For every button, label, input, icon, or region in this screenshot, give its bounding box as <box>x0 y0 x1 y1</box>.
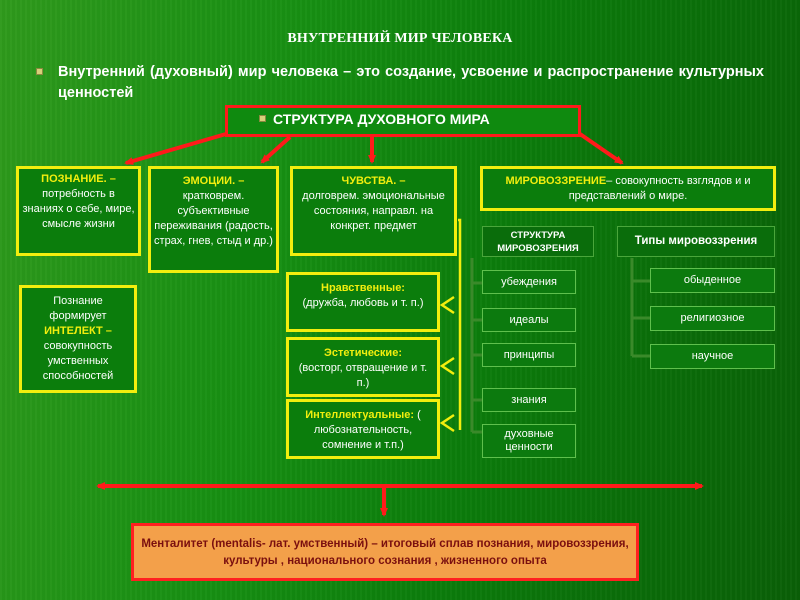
worldview-structure-header: СТРУКТУРА МИРОВОЗРЕНИЯ <box>482 226 594 257</box>
structure-box <box>225 105 581 137</box>
feelings-body: долговрем. эмоциональные состояния, напр… <box>302 190 445 232</box>
type-item: религиозное <box>650 306 775 331</box>
cognition-box: ПОЗНАНИЕ. – потребность в знаниях о себе… <box>16 166 141 256</box>
arrow-to-cognition <box>124 132 227 165</box>
intellect-body: совокупность умственных способностей <box>42 340 114 382</box>
feelings-bracket <box>458 218 462 430</box>
page-title: ВНУТРЕННИЙ МИР ЧЕЛОВЕКА <box>287 31 513 46</box>
intellectual-feelings-box: Интеллектуальные: ( любознательность, со… <box>286 399 440 459</box>
arrow-to-emotions <box>260 135 292 164</box>
feelings-tick-3 <box>439 413 455 433</box>
feeling-type-body: ( любознательность, сомнение и т.п.) <box>313 409 421 451</box>
aesthetic-feelings-box: Эстетические: (восторг, отвращение и т. … <box>286 337 440 397</box>
structure-title: СТРУКТУРА ДУХОВНОГО МИРА <box>273 111 490 127</box>
structure-item: принципы <box>482 343 576 367</box>
mentality-box: Менталитет (mentalis- лат. умственный) –… <box>131 523 639 581</box>
feeling-type-head: Интеллектуальные: <box>305 409 415 421</box>
worldview-body: – совокупность взглядов и и представлени… <box>568 175 751 202</box>
moral-feelings-box: Нравственные: (дружба, любовь и т. п.) <box>286 272 440 332</box>
cognition-head: ПОЗНАНИЕ. – <box>41 173 116 185</box>
emotions-head: ЭМОЦИИ. – <box>182 175 245 187</box>
worldview-head: МИРОВОЗЗРЕНИЕ <box>505 175 607 187</box>
intro-definition: Внутренний (духовный) мир человека – это… <box>58 64 764 101</box>
structure-item: духовные ценности <box>482 424 576 458</box>
worldview-box: МИРОВОЗЗРЕНИЕ– совокупность взглядов и и… <box>480 166 776 211</box>
structure-item: убеждения <box>482 270 576 294</box>
type-item: научное <box>650 344 775 369</box>
bullet-icon <box>259 115 266 122</box>
intellect-pre: Познание формирует <box>49 295 107 322</box>
bullet-icon <box>36 68 43 75</box>
feeling-type-body: (дружба, любовь и т. п.) <box>302 297 424 309</box>
feeling-type-body: (восторг, отвращение и т. п.) <box>298 362 428 389</box>
intellect-box: Познание формирует ИНТЕЛЕКТ – совокупнос… <box>19 285 137 393</box>
feeling-type-head: Нравственные: <box>321 282 405 294</box>
feeling-type-head: Эстетические: <box>324 347 402 359</box>
feelings-tick-2 <box>439 356 455 376</box>
emotions-box: ЭМОЦИИ. – кратковрем. субъективные переж… <box>148 166 279 273</box>
type-item: обыденное <box>650 268 775 293</box>
cognition-body: потребность в знаниях о себе, мире, смыс… <box>22 188 135 230</box>
emotions-body: кратковрем. субъективные переживания (ра… <box>154 190 273 247</box>
worldview-types-header: Типы мировоззрения <box>617 226 775 257</box>
feelings-head: ЧУВСТВА. – <box>341 175 406 187</box>
structure-item: знания <box>482 388 576 412</box>
arrow-to-worldview <box>578 132 624 165</box>
structure-item: идеалы <box>482 308 576 332</box>
feelings-tick-1 <box>439 295 455 315</box>
feelings-box: ЧУВСТВА. – долговрем. эмоциональные сост… <box>290 166 457 256</box>
intellect-head: ИНТЕЛЕКТ – <box>44 325 112 337</box>
